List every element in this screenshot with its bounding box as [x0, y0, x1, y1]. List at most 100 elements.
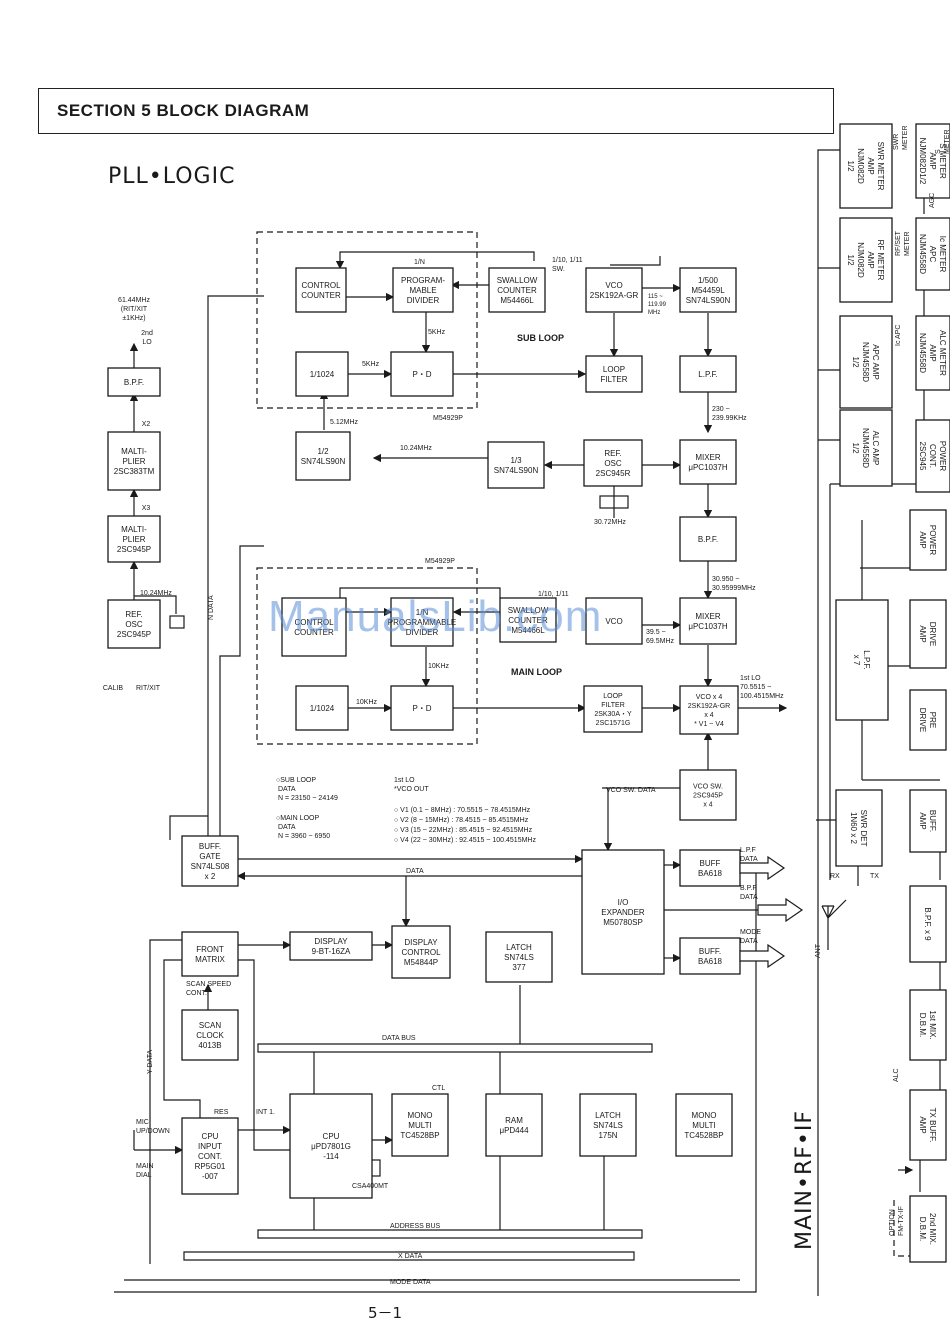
khz5-a-label: 5KHz: [428, 329, 446, 336]
swr-meter-amp-block: SWR METERAMPNJM082D1/2: [839, 123, 893, 209]
svg-text:BUFF.BA618: BUFF.BA618: [698, 947, 723, 966]
section-title: SECTION 5 BLOCK DIAGRAM: [57, 101, 310, 120]
svg-text:P・D: P・D: [412, 370, 431, 379]
x3-label: X3: [142, 505, 151, 512]
khz10-a-label: 10KHz: [428, 663, 450, 670]
power-amp-block: POWERAMP: [909, 509, 947, 571]
svg-text:1st MIX.D.B.M.: 1st MIX.D.B.M.: [918, 1010, 937, 1039]
data-label: DATA: [406, 868, 424, 875]
y-data-label: Y DATA: [147, 1050, 154, 1074]
vco-sw-data-label: VCO SW. DATA: [606, 787, 656, 794]
sub-loop-data-label: ○SUB LOOP DATA N = 23150 ~ 24149: [276, 777, 338, 802]
buff-mode-block: BUFF.BA618: [679, 937, 741, 975]
mhz1024-a-label: 10.24MHz: [400, 445, 432, 452]
s-meter-amp-block: S METERAMPNJM082D1/2: [915, 123, 950, 199]
svg-text:1/1024: 1/1024: [310, 704, 335, 713]
svg-text:SWR DET1N60 x 2: SWR DET1N60 x 2: [849, 810, 868, 847]
buff-amp-block: BUFF.AMP: [909, 789, 947, 853]
tx-buff-block: TX BUFF.AMP: [909, 1089, 947, 1161]
pd-main-block: P・D: [390, 685, 454, 731]
bpf-mid-block: B.P.F.: [679, 516, 737, 562]
watermark: ManualsLib.com: [268, 592, 603, 641]
svg-text:APC AMPNJM4558D1/2: APC AMPNJM4558D1/2: [851, 342, 880, 382]
ctl-label: CTL: [432, 1085, 445, 1092]
svg-text:L.P.F.: L.P.F.: [698, 370, 717, 379]
data-bus-label: DATA BUS: [382, 1035, 416, 1042]
lo-table-head-label: 1st LO*VCO OUT: [394, 777, 429, 793]
svg-text:POWERAMP: POWERAMP: [918, 525, 937, 555]
svg-text:P・D: P・D: [412, 704, 431, 713]
output-bus-arrow: [757, 897, 804, 923]
mhz6144-label: 61.44MHz(RIT/XIT±1KHz): [118, 297, 150, 322]
apc-amp-block: APC AMPNJM4558D1/2: [839, 315, 893, 409]
lo-table-row: ○ V1 (0.1 ~ 8MHz) : 70.5515 ~ 78.4515MHz: [394, 807, 531, 814]
address-bus-label: ADDRESS BUS: [390, 1223, 441, 1230]
svg-text:Ic METERAPCNJM4558D: Ic METERAPCNJM4558D: [918, 234, 947, 274]
agc-label: AGC: [929, 193, 936, 208]
freq-395-label: 39.5 ~69.5MHz: [646, 629, 675, 645]
output-bus-arrow: [739, 855, 786, 881]
sw-main-label: 1/10, 1/11: [538, 591, 569, 598]
alc-label: ALC: [893, 1068, 900, 1082]
div1024-main-block: 1/1024: [295, 685, 349, 731]
lpf-sub-block: L.P.F.: [679, 355, 737, 393]
svg-text:SWR METERAMPNJM082D1/2: SWR METERAMPNJM082D1/2: [846, 142, 885, 191]
tx-label: TX: [870, 873, 879, 880]
lo-table-row: ○ V2 (8 ~ 15MHz) : 78.4515 ~ 85.4515MHz: [394, 817, 529, 824]
rit-xit-label: RIT/XIT: [136, 685, 161, 692]
khz10-b-label: 10KHz: [356, 699, 378, 706]
svg-text:VCO: VCO: [605, 617, 622, 626]
svg-text:B.P.F. x 9: B.P.F. x 9: [923, 907, 932, 941]
output-bus-arrow: [739, 943, 786, 969]
rf-meter-amp-block: RF METERAMPNJM082D1/2: [839, 217, 893, 303]
svg-text:B.P.F.: B.P.F.: [124, 378, 144, 387]
freq-230-label: 230 ~239.99KHz: [712, 406, 747, 422]
m54929p-main-label: M54929P: [425, 558, 455, 565]
svg-text:B.P.F.: B.P.F.: [698, 535, 718, 544]
pd-sub-block: P・D: [390, 351, 454, 397]
mhz3072-label: 30.72MHz: [594, 519, 626, 526]
x2-label: X2: [142, 421, 151, 428]
csa400mt-label: CSA400MT: [352, 1183, 389, 1190]
swr-det-block: SWR DET1N60 x 2: [835, 789, 883, 867]
mhz512-label: 5.12MHz: [330, 419, 359, 426]
